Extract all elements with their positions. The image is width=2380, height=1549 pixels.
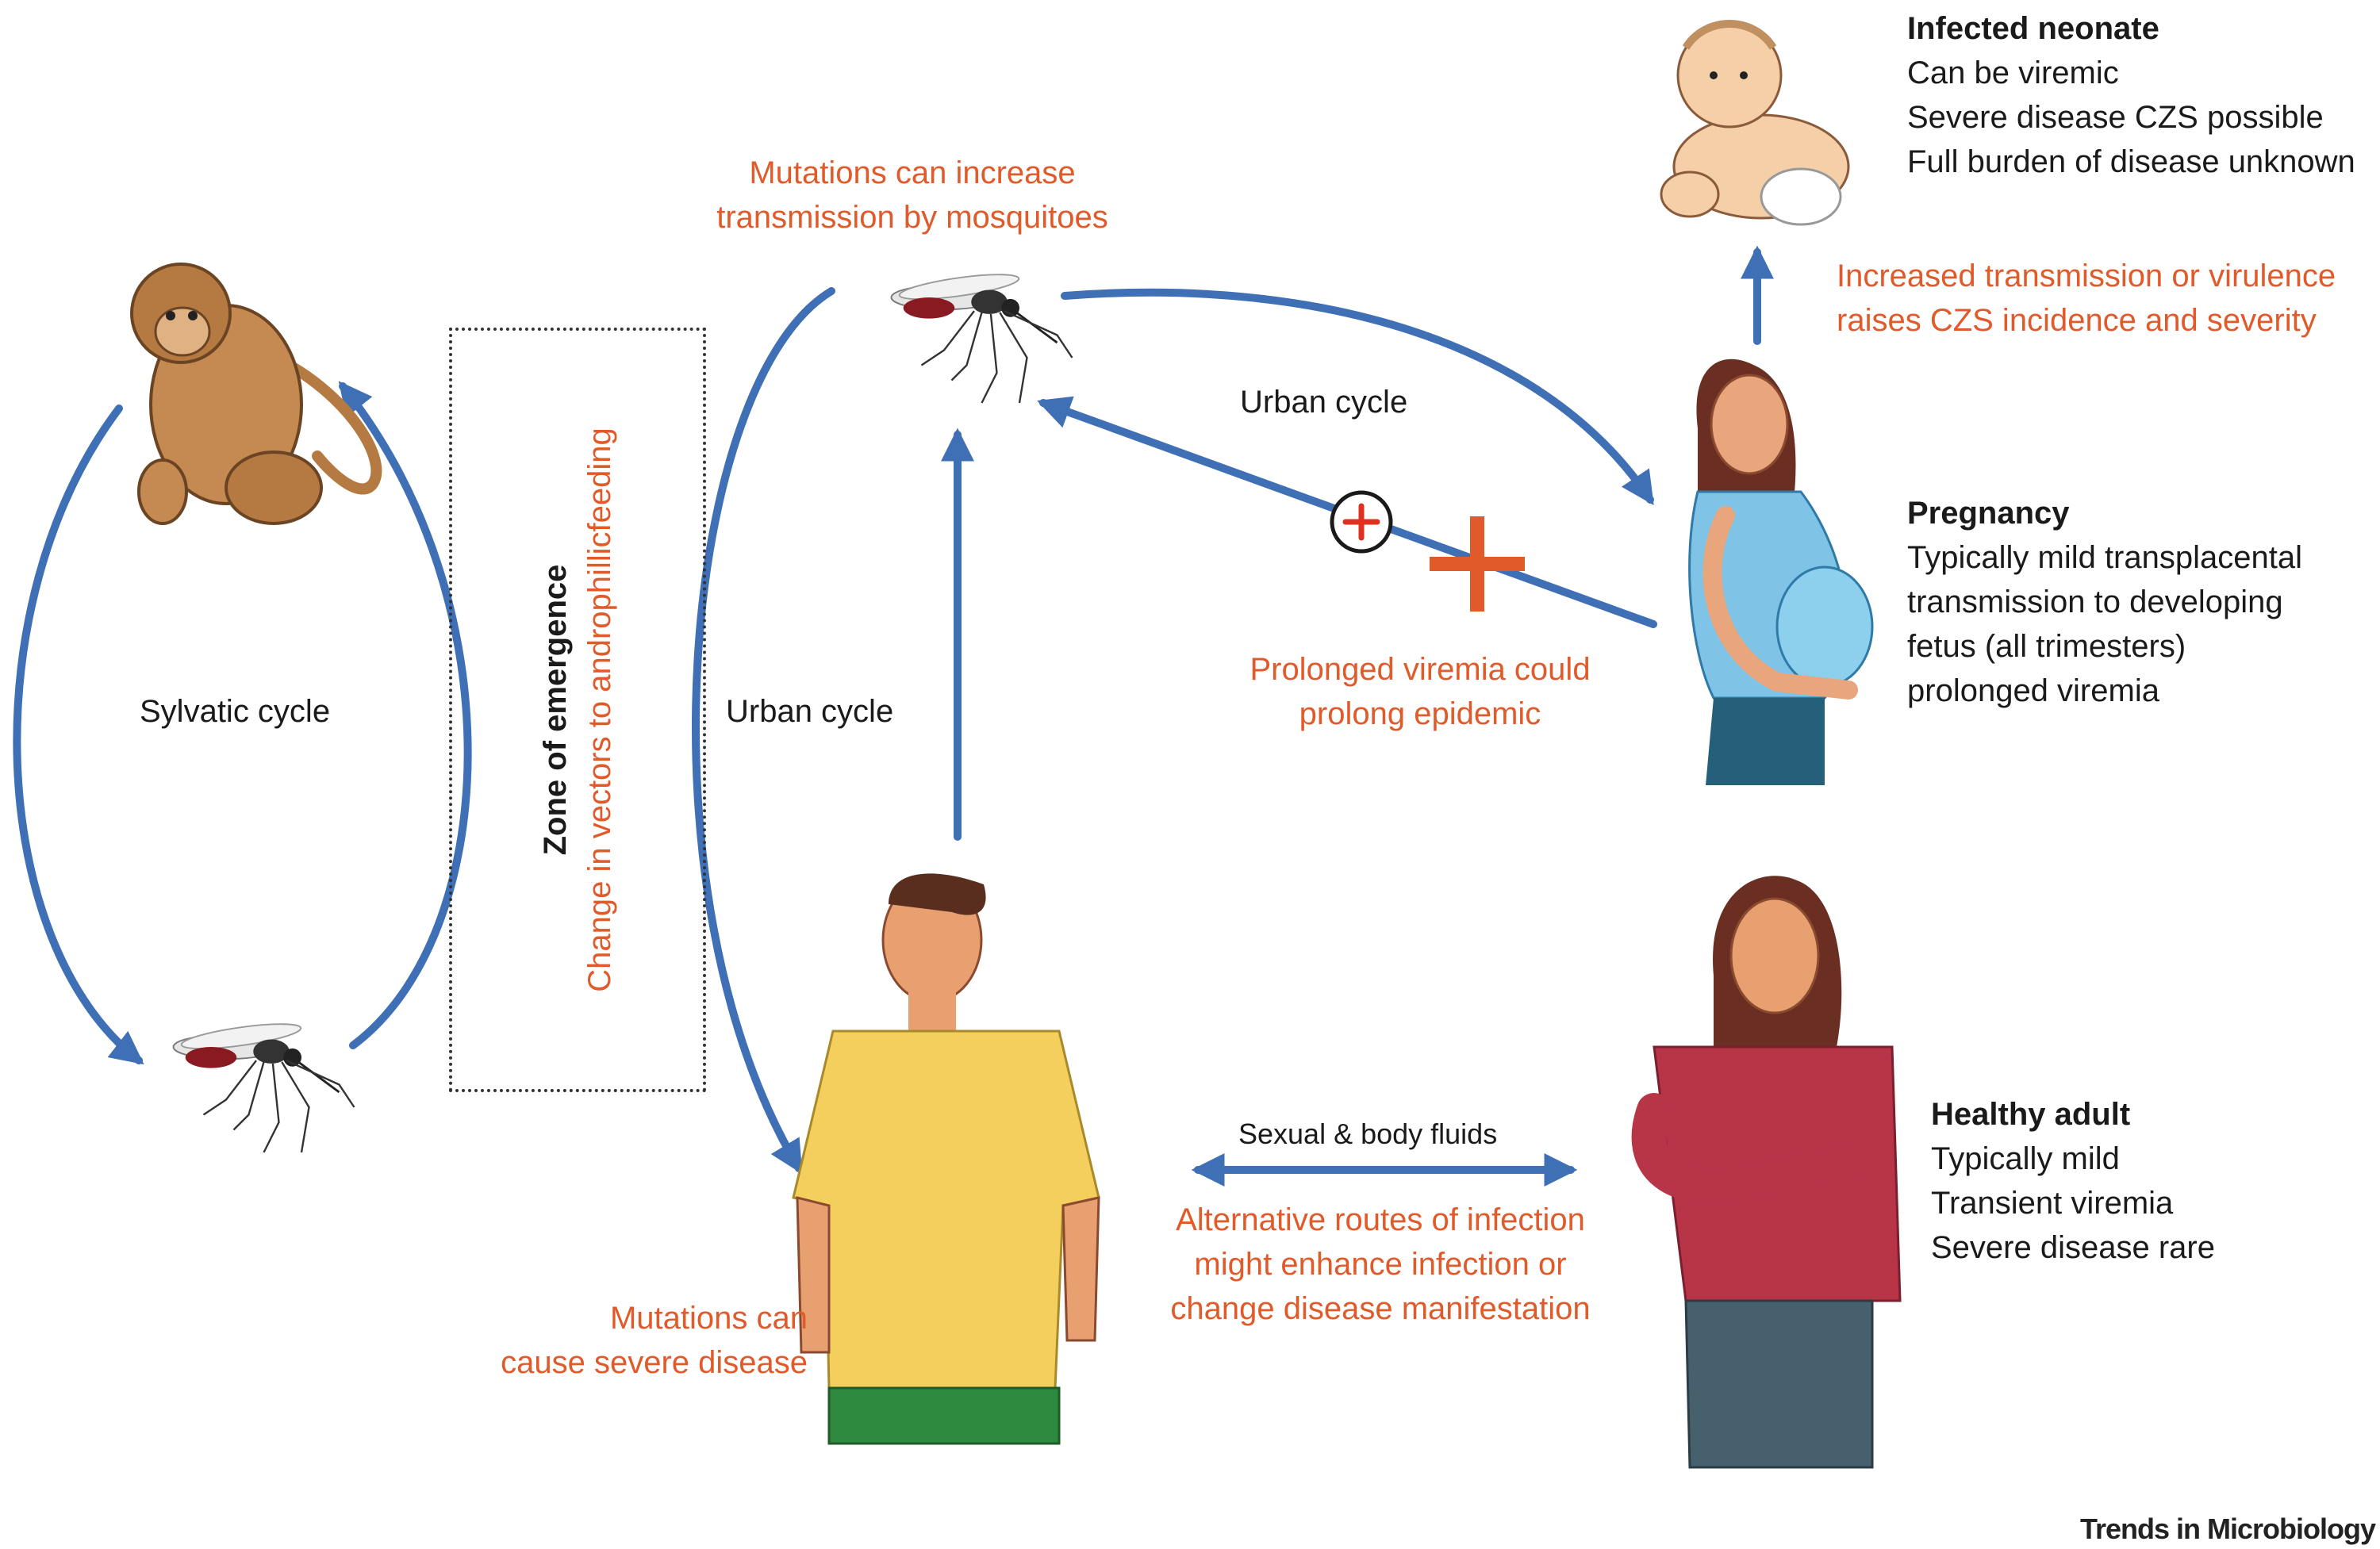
- urban-cycle-label: Urban cycle: [1240, 385, 1408, 420]
- plus-icon: [1430, 516, 1525, 612]
- neonate-title: Infected neonate: [1907, 11, 2159, 46]
- pregnant-woman-figure: [1688, 358, 1874, 785]
- sylvatic-arrow-monkey-to-mosquito: [13, 405, 144, 1065]
- pregnancy-title: Pregnancy: [1907, 496, 2070, 531]
- prolonged-viremia-note: Prolonged viremia could prolong epidemic: [1250, 652, 1591, 731]
- zone-of-emergence-box: [449, 328, 706, 1092]
- sylvatic-cycle-label: Sylvatic cycle: [140, 694, 331, 729]
- monkey-icon: [130, 263, 382, 525]
- urban-arrow-mosquito-to-pregnant: [1061, 288, 1654, 505]
- zone-of-emergence-label: Zone of emergence Change in vectors to a…: [533, 428, 622, 992]
- sexual-fluids-label: Sexual & body fluids: [1238, 1118, 1498, 1150]
- mosquito-mutation-note: Mutations can increase transmission by m…: [716, 155, 1108, 235]
- mosquito-icon: [890, 268, 1073, 405]
- journal-credit: Trends in Microbiology: [2079, 1513, 2376, 1545]
- neonate-text: Infected neonate Can be viremic Severe d…: [1907, 6, 2355, 184]
- pregnancy-text: Pregnancy Typically mild transplacental …: [1907, 491, 2302, 713]
- zone-title: Zone of emergence: [538, 564, 573, 856]
- urban-arrow-mosquito-to-man: [692, 287, 835, 1175]
- czs-note: Increased transmission or virulence rais…: [1837, 259, 2336, 338]
- man-figure: [792, 873, 1100, 1445]
- healthy-adult-title: Healthy adult: [1931, 1097, 2131, 1132]
- healthy-adult-text: Healthy adult Typically mild Transient v…: [1931, 1092, 2215, 1270]
- alternative-routes-note: Alternative routes of infection might en…: [1170, 1202, 1591, 1326]
- mosquito-icon: [172, 1018, 355, 1154]
- baby-figure: [1660, 20, 1850, 226]
- woman-figure: [1631, 876, 1902, 1469]
- urban-cycle-label: Urban cycle: [726, 694, 894, 729]
- plus-circle-icon: [1330, 490, 1393, 554]
- zone-subtitle: Change in vectors to androphillicfeeding: [582, 428, 617, 992]
- sylvatic-arrow-mosquito-to-monkey: [338, 381, 472, 1049]
- severe-disease-note: Mutations can cause severe disease: [501, 1301, 808, 1380]
